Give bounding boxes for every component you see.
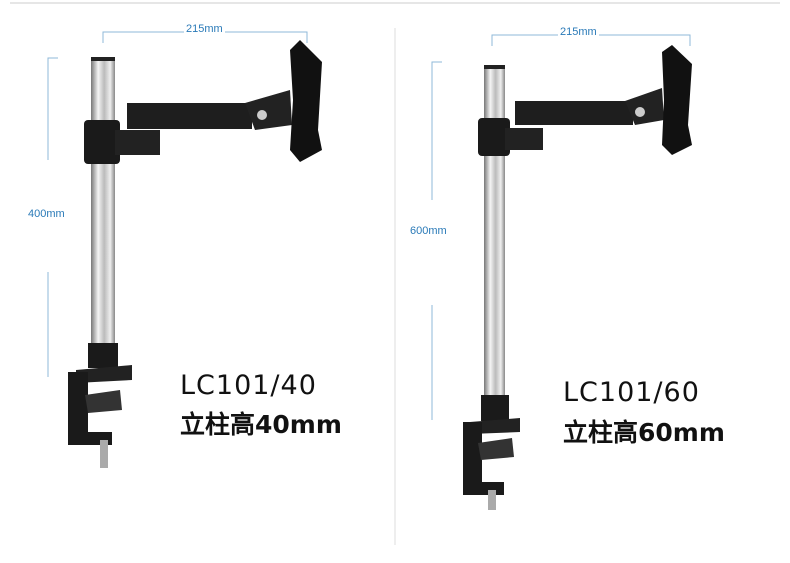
clamp-bolt bbox=[488, 490, 496, 510]
pole-clamp-block bbox=[478, 118, 510, 156]
stand-lc101-40 bbox=[47, 31, 322, 468]
height-dimension-left: 400mm bbox=[26, 208, 67, 220]
height-dim-line-top bbox=[431, 61, 442, 200]
c-clamp bbox=[463, 422, 504, 495]
base-collar bbox=[88, 343, 118, 368]
base-collar bbox=[481, 395, 509, 421]
height-dim-line-top bbox=[47, 57, 58, 160]
arm bbox=[515, 101, 633, 125]
arm bbox=[127, 103, 252, 129]
clamp-bolt bbox=[100, 440, 108, 468]
model-label-left: LC101/40 bbox=[180, 370, 317, 401]
vesa-plate bbox=[290, 40, 322, 162]
vesa-plate bbox=[662, 45, 692, 155]
c-clamp bbox=[68, 372, 112, 445]
height-dimension-right: 600mm bbox=[408, 225, 449, 237]
pole-clamp-block bbox=[84, 120, 120, 164]
pole-height-label-left: 立柱高40mm bbox=[180, 410, 342, 439]
width-dimension-right: 215mm bbox=[558, 26, 599, 38]
pole-height-label-right: 立柱高60mm bbox=[563, 418, 725, 447]
model-label-right: LC101/60 bbox=[563, 377, 700, 408]
pole bbox=[484, 65, 505, 397]
width-dimension-left: 215mm bbox=[184, 23, 225, 35]
pole bbox=[91, 57, 115, 347]
